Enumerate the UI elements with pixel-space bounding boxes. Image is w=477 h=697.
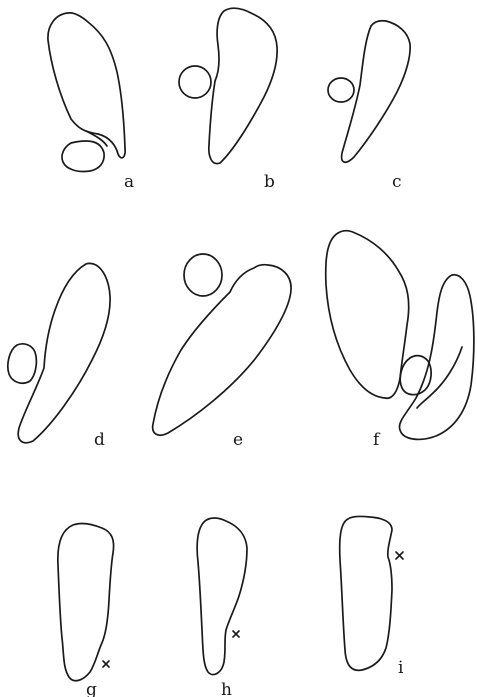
panel-d-small-oval: [8, 344, 37, 383]
panel-i-cross-mark: [396, 552, 403, 559]
panel-f: f: [326, 231, 474, 450]
panel-f-label: f: [373, 430, 381, 450]
panel-i-label: i: [398, 658, 404, 678]
panel-b-small-circle: [179, 66, 211, 98]
panel-h-cross-mark: [233, 631, 239, 637]
panel-f-small-oval: [400, 356, 431, 395]
panel-c-label: c: [392, 172, 402, 192]
panel-h-outline: [197, 518, 247, 675]
panel-b: b: [179, 8, 277, 192]
panel-c-elongated-outline: [342, 21, 411, 163]
panel-a-label: a: [124, 172, 134, 192]
panel-a-large-outline: [48, 13, 125, 158]
panel-g-outline: [58, 524, 114, 681]
panel-e: e: [153, 254, 291, 450]
panel-b-label: b: [264, 172, 275, 192]
panel-e-teardrop-outline: [153, 265, 291, 436]
panel-b-elongated-outline: [209, 8, 277, 163]
panel-a-small-outline: [62, 141, 104, 172]
panel-c-small-circle: [328, 78, 354, 102]
panel-i: i: [340, 516, 404, 678]
panel-h-label: h: [221, 680, 232, 697]
panel-f-large-outline: [326, 231, 409, 399]
panel-e-small-circle: [184, 254, 222, 296]
panel-h: h: [197, 518, 247, 697]
panel-d-label: d: [94, 430, 105, 450]
panel-c: c: [328, 21, 410, 192]
panel-a: a: [48, 13, 134, 192]
panel-g-cross-mark: [103, 661, 109, 667]
panel-f-overlap-line: [417, 347, 462, 408]
panel-g: g: [58, 524, 114, 697]
panel-d-elongated-outline: [18, 263, 110, 442]
panel-g-label: g: [86, 680, 97, 697]
panel-i-outline: [340, 516, 392, 670]
panel-d: d: [8, 263, 110, 450]
panel-e-label: e: [233, 430, 243, 450]
